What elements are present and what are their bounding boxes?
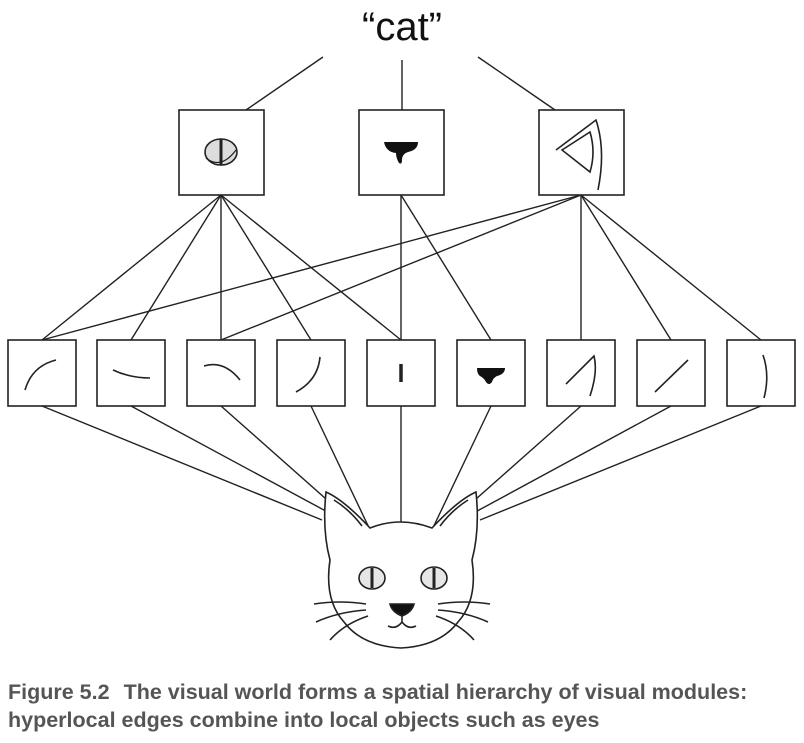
vertical-curve-edge-icon <box>762 354 768 399</box>
nose-icon <box>477 368 505 384</box>
object-layer <box>178 109 625 196</box>
caption-text: The visual world forms a spatial hierarc… <box>8 680 748 732</box>
ear-icon <box>555 118 603 191</box>
top-label: “cat” <box>362 5 442 49</box>
nose-icon <box>384 142 418 164</box>
curve-up-edge-icon <box>24 359 57 391</box>
cat-face-icon <box>313 490 491 649</box>
caption-label: Figure 5.2 <box>8 680 110 704</box>
curve-right-edge-icon <box>295 356 321 393</box>
hierarchy-diagram: “cat” <box>7 5 796 649</box>
curve-down-edge-icon <box>112 369 151 379</box>
diagonal-edge-icon <box>654 359 689 393</box>
eye-icon <box>204 138 238 166</box>
edge-layer <box>7 339 796 407</box>
arc-edge-icon <box>203 363 241 381</box>
ear-outline-icon <box>565 354 597 397</box>
ear-box <box>538 109 625 196</box>
